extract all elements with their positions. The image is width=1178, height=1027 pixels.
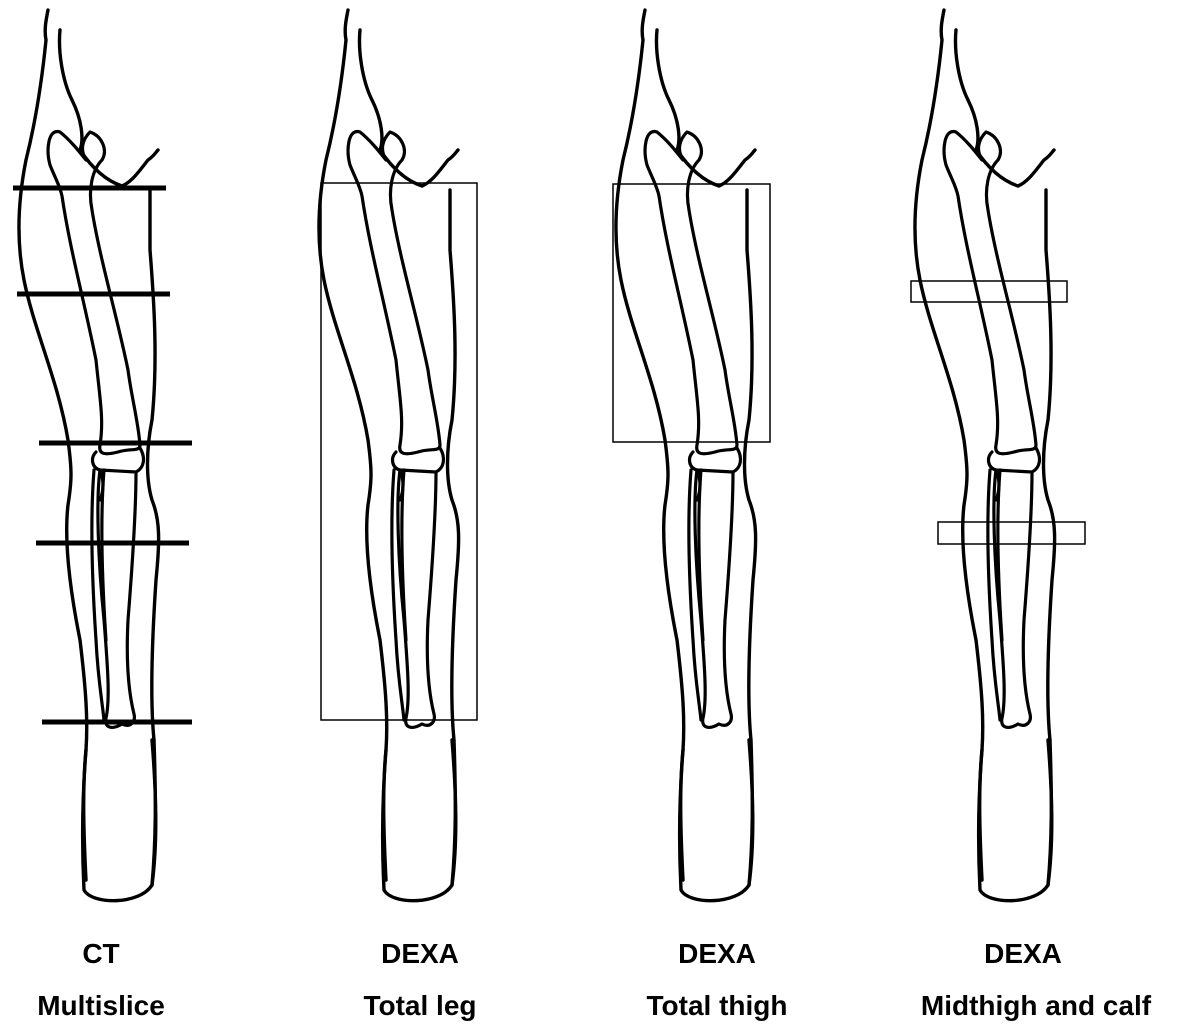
leg-drawing-ct [13, 10, 192, 901]
panel-2-method-label: DEXA [270, 938, 570, 970]
panel-4-method-label: DEXA [873, 938, 1173, 970]
panel-2-region-label: Total leg [270, 990, 570, 1022]
panel-1-region-label: Multislice [0, 990, 251, 1022]
leg-drawing-total-leg [319, 10, 477, 901]
leg-drawing-midthigh-calf [911, 10, 1085, 901]
panel-1-method-label: CT [0, 938, 251, 970]
roi-calf [938, 522, 1085, 544]
panel-3-method-label: DEXA [567, 938, 867, 970]
panel-3-region-label: Total thigh [567, 990, 867, 1022]
roi-midthigh [911, 281, 1067, 302]
leg-drawing-total-thigh [613, 10, 770, 901]
panel-4-region-label: Midthigh and calf [886, 990, 1178, 1022]
